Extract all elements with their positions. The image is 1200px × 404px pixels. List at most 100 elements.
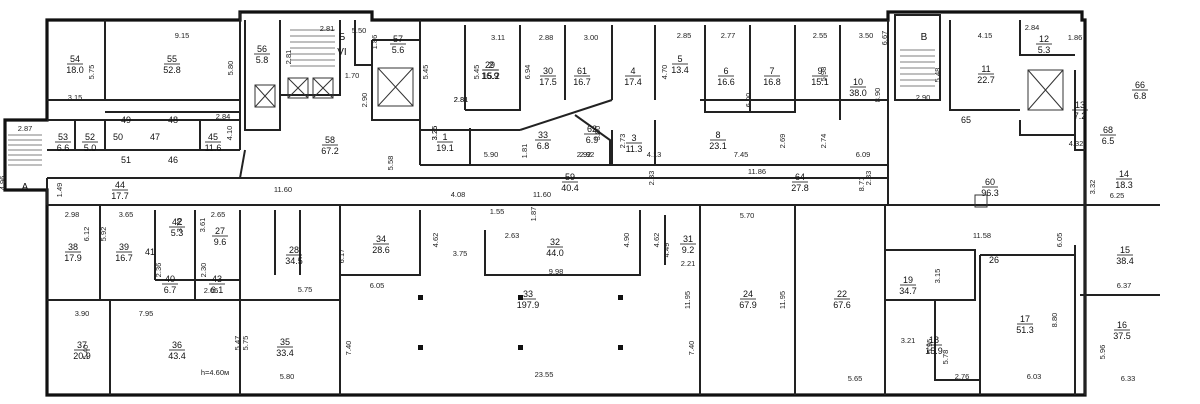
dimension-label: 1.87 [529,207,538,222]
room-number: 64 [795,172,805,182]
interior-walls [46,12,1160,395]
dimension-label: 2.73 [618,134,627,149]
room-area: 20.9 [73,351,91,361]
dimension-label: 2.30 [199,263,208,278]
room-area: 17.7 [111,191,129,201]
room-number: 48 [168,115,178,125]
room-area: 27.8 [791,183,809,193]
room-area: 96.3 [981,188,999,198]
room-50: 50 [113,132,123,142]
room-51: 51 [121,155,131,165]
dimension-label: 4.96 [0,176,7,191]
room-number: 19 [903,275,913,285]
room-number: 52 [85,132,95,142]
room-number: 37 [77,340,87,350]
room-number: 22 [837,289,847,299]
dimension-label: 6.05 [370,281,385,290]
room-area: 16.7 [573,77,591,87]
dimension-label: 3.15 [933,269,942,284]
room-number: 10 [853,77,863,87]
room-33: 336.8 [535,130,551,151]
dimension-label: 2.85 [677,31,692,40]
dimension-label: 5.75 [87,65,96,80]
dimension-label: 5.48 [933,68,942,83]
room-number: 56 [257,44,267,54]
dimension-label: 3.25 [430,126,439,141]
room-number: 31 [683,234,693,244]
dimension-label: 1.86 [1068,33,1083,42]
room-number: 18 [929,335,939,345]
room-number: 12 [1039,34,1049,44]
dimension-label: 6.17 [337,249,346,264]
room-52: 525.0 [82,132,98,153]
dimension-label: 11.95 [683,291,692,309]
dimension-label: 5.58 [386,156,395,171]
room-area: 67.9 [739,300,757,310]
dimension-label: 2.87 [18,124,33,133]
dimension-label: 5.50 [352,26,367,35]
dimension-label: 6.67 [880,31,889,46]
dimension-label: 3.32 [1088,180,1097,195]
room-area: 6.1 [211,285,224,295]
dimension-label: 3.25 [430,126,439,141]
dimension-label: 4.49 [662,243,671,258]
dimension-label: 4.08 [451,190,466,199]
room-area: 15.1 [811,77,829,87]
room-9: 915.1 [811,66,829,87]
room-area: 6.6 [57,143,70,153]
room-area: 11.3 [626,144,643,154]
staircase-a [8,134,42,166]
room-number: 46 [168,155,178,165]
dimension-label: 3.70 [175,218,184,233]
room-number: 1 [442,132,447,142]
room-number: 15 [1120,245,1130,255]
room-56: 565.8 [254,44,270,65]
dimension-label: 1.49 [55,183,64,198]
room-number: 36 [172,340,182,350]
dimension-label: 3.80 [593,126,602,141]
room-number: 44 [115,180,125,190]
room-area: 67.6 [833,300,851,310]
room-number: 43 [212,274,222,284]
dimension-label: 7.95 [139,309,154,318]
dimension-label: 6.33 [1121,374,1136,383]
dimension-label: 5.80 [280,372,295,381]
room-area: 17.9 [64,253,82,263]
room-number: 68 [1103,125,1113,135]
room-area: 28.6 [372,245,390,255]
dimension-label: 2.98 [65,210,80,219]
room-number: 4 [630,66,635,76]
room-area: 18.0 [66,65,84,75]
room-number: 53 [58,132,68,142]
room-area: 5.0 [84,143,97,153]
room-number: 60 [985,177,995,187]
room-12: 125.3 [1036,34,1052,55]
dimension-label: 2.33 [864,171,873,186]
dimension-label: 1.70 [345,71,360,80]
room-number: 9 [817,66,822,76]
dimension-label: 5.98 [819,67,828,82]
room-46: 46 [168,155,178,165]
room-area: 34.7 [899,286,917,296]
room-7: 716.8 [763,66,781,87]
dimension-label: 6.25 [1110,191,1125,200]
dimension-label: 3.21 [901,336,916,345]
dimension-label: 2.69 [778,134,787,149]
room-number: 29 [485,60,495,70]
dimension-label: 2.77 [721,31,736,40]
room-number: 11 [981,64,990,74]
room-number: 16 [1117,320,1127,330]
room-number: 57 [393,34,403,44]
